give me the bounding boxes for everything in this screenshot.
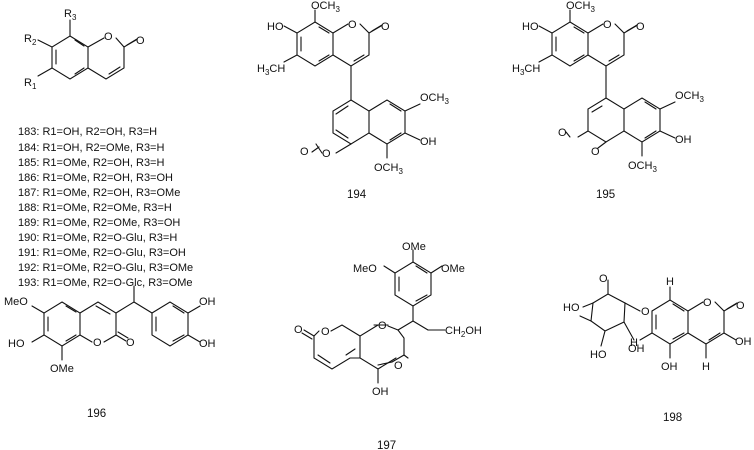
label-oh-upper: OH	[199, 296, 216, 308]
atom-o-ring-lower: O	[591, 146, 600, 158]
label-ome: OMe	[50, 363, 74, 375]
label-h-bottom: H	[702, 361, 710, 373]
atom-o-ring: O	[93, 337, 102, 349]
label-ch2oh: CH2OH	[445, 325, 482, 339]
label-oh-lower: OH	[199, 338, 216, 350]
compound-number-198: 198	[663, 412, 682, 424]
substituent-row: 192: R1=OMe, R2=O-Glu, R3=OMe	[18, 262, 193, 274]
atom-o-glycosidic: O	[641, 306, 650, 318]
atom-o-carbonyl-lower: O	[558, 127, 567, 139]
label-ho-sugar-bottom: HO	[590, 349, 607, 361]
atom-o-ring: O	[348, 19, 357, 31]
atom-o-carbonyl: O	[736, 300, 745, 312]
structure-195: OCH3 HO H3CH O O OCH3 OH O O OCH3 195	[512, 0, 704, 201]
substituent-row: 185: R1=OMe, R2=OH, R3=H	[18, 157, 164, 169]
atom-o-sugar-ring: O	[599, 273, 608, 285]
label-ho: HO	[8, 338, 25, 350]
label-h-left: H	[630, 337, 638, 349]
structure-196: MeO HO OMe O O OH OH 196	[4, 285, 216, 420]
label-och3-top: OCH3	[566, 0, 595, 14]
atom-o-carbonyl: O	[136, 35, 145, 47]
label-oh: OH	[372, 386, 389, 398]
label-och3-top: OCH3	[311, 0, 340, 14]
structure-183-193: O O R3 R2 R1	[24, 8, 145, 91]
label-ome-right: OMe	[441, 263, 465, 275]
atom-o-dioxane-upper: O	[378, 320, 387, 332]
label-oh: OH	[420, 136, 437, 148]
atom-o-dioxane-lower: O	[394, 360, 403, 372]
label-och3-bottom: OCH3	[374, 162, 403, 176]
label-och3-bottom: OCH3	[628, 160, 657, 174]
compound-number-195: 195	[596, 189, 615, 201]
atom-o-carbonyl: O	[636, 21, 645, 33]
atom-o-ring-lower: O	[322, 148, 331, 160]
substituent-row: 190: R1=OMe, R2=O-Glu, R3=H	[18, 232, 177, 244]
label-oh: OH	[675, 134, 692, 146]
label-och3-right: OCH3	[420, 92, 449, 106]
substituent-row: 193: R1=OMe, R2=O-Glc, R3=OMe	[18, 277, 193, 289]
label-ho: HO	[522, 21, 539, 33]
structure-194: OCH3 HO H3CH O O OCH3 OH O O OCH3 194	[257, 0, 449, 201]
label-meo: MeO	[353, 263, 377, 275]
compound-number-196: 196	[87, 408, 106, 420]
label-och3-right: OCH3	[675, 90, 704, 104]
label-r2: R2	[24, 33, 37, 47]
label-meo: MeO	[4, 296, 28, 308]
structure-198: HO O HO OH O H H OH O O OH H 198	[563, 273, 752, 424]
label-h3co: H3CH	[512, 63, 540, 77]
compound-number-197: 197	[377, 440, 396, 450]
label-r1: R1	[24, 77, 37, 91]
label-oh-sugar: OH	[628, 343, 645, 355]
substituent-list: 183: R1=OH, R2=OH, R3=H 184: R1=OH, R2=O…	[18, 126, 193, 289]
substituent-row: 186: R1=OMe, R2=OH, R3=OH	[18, 172, 173, 184]
label-oh-lower: OH	[661, 361, 678, 373]
label-ho: HO	[267, 21, 284, 33]
substituent-row: 183: R1=OH, R2=OH, R3=H	[18, 126, 157, 138]
atom-o-carbonyl-lower: O	[300, 146, 309, 158]
label-h3co: H3CH	[257, 63, 285, 77]
atom-o-carbonyl: O	[126, 337, 135, 349]
label-h-top: H	[666, 276, 674, 288]
structure-197: OMe MeO OMe CH2OH O O O O OH 197	[294, 241, 482, 450]
label-ho-sugar-left: HO	[563, 302, 580, 314]
compound-number-194: 194	[347, 189, 367, 201]
substituent-row: 189: R1=OMe, R2=OMe, R3=OH	[18, 217, 180, 229]
label-ome-top: OMe	[402, 241, 426, 253]
atom-o-carbonyl: O	[294, 324, 303, 336]
atom-o-ring: O	[603, 19, 612, 31]
atom-o-ring: O	[321, 326, 330, 338]
atom-o-ring: O	[104, 31, 113, 43]
label-oh-right: OH	[735, 336, 752, 348]
substituent-row: 191: R1=OMe, R2=O-Glu, R3=OH	[18, 247, 186, 259]
substituent-row: 187: R1=OMe, R2=OH, R3=OMe	[18, 187, 180, 199]
substituent-row: 188: R1=OMe, R2=OMe, R3=H	[18, 202, 172, 214]
label-r3: R3	[64, 8, 77, 22]
substituent-row: 184: R1=OH, R2=OMe, R3=H	[18, 142, 164, 154]
atom-o-ring: O	[703, 297, 712, 309]
atom-o-carbonyl: O	[381, 21, 390, 33]
